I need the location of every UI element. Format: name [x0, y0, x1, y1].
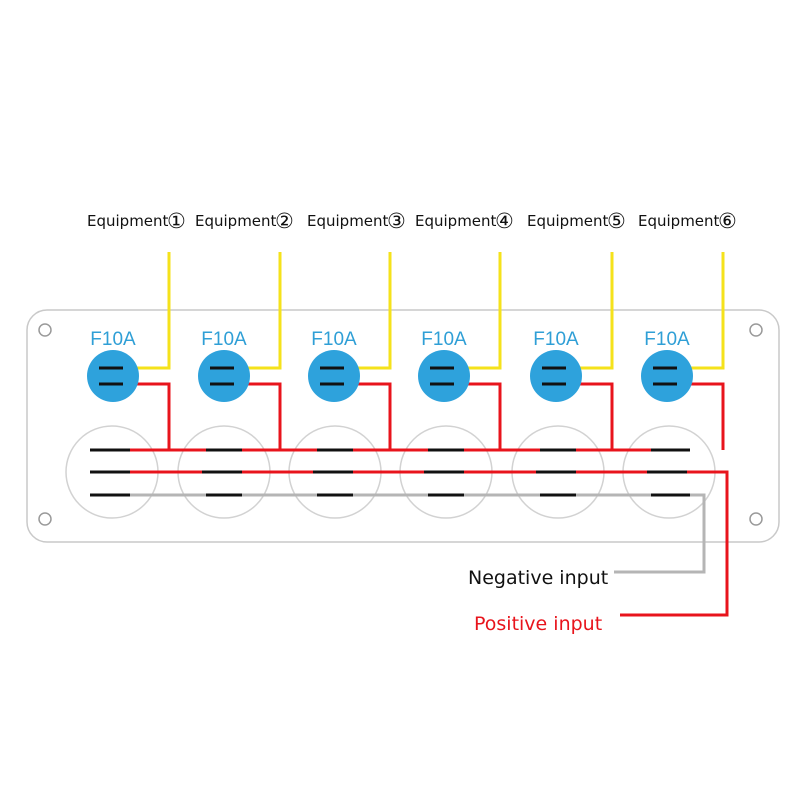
equipment-wire-1 — [123, 252, 171, 370]
equipment-number-1: ① — [167, 209, 186, 233]
equipment-number-6: ⑥ — [718, 209, 737, 233]
equipment-label-3: Equipment — [307, 212, 389, 230]
equipment-label-5: Equipment — [527, 212, 609, 230]
mounting-hole-bottom-left — [38, 512, 52, 526]
fuse-holder-4 — [418, 350, 470, 402]
equipment-wire-4 — [454, 252, 502, 370]
equipment-wire-6 — [677, 252, 725, 370]
equipment-number-2: ② — [275, 209, 294, 233]
fuse-holder-3 — [308, 350, 360, 402]
fuse-group: F10A F10A F10A F10A F10A F10A — [87, 329, 693, 402]
fuse-holder-6 — [641, 350, 693, 402]
equipment-label-1: Equipment — [87, 212, 169, 230]
equipment-wire-2 — [234, 252, 282, 370]
fuse-rating-label: F10A — [90, 329, 136, 350]
negative-input-label: Negative input — [468, 567, 608, 589]
negative-input-wire — [614, 493, 706, 574]
equipment-wire-3 — [344, 252, 392, 370]
equipment-number-4: ④ — [495, 209, 514, 233]
fuse-rating-label: F10A — [201, 329, 247, 350]
mounting-hole-top-left — [38, 323, 52, 337]
fuse-rating-label: F10A — [311, 329, 357, 350]
mounting-hole-bottom-right — [749, 512, 763, 526]
positive-input-label: Positive input — [474, 613, 602, 635]
equipment-label-6: Equipment — [638, 212, 720, 230]
fuse-rating-label: F10A — [421, 329, 467, 350]
fuse-holder-2 — [198, 350, 250, 402]
fuse-holder-5 — [530, 350, 582, 402]
equipment-wire-5 — [566, 252, 614, 370]
mounting-hole-top-right — [749, 323, 763, 337]
equipment-number-5: ⑤ — [607, 209, 626, 233]
fuse-rating-label: F10A — [533, 329, 579, 350]
equipment-number-3: ③ — [387, 209, 406, 233]
fuse-rating-label: F10A — [644, 329, 690, 350]
equipment-label-2: Equipment — [195, 212, 277, 230]
fuse-holder-1 — [87, 350, 139, 402]
positive-input-wire — [620, 470, 729, 617]
equipment-label-4: Equipment — [415, 212, 497, 230]
